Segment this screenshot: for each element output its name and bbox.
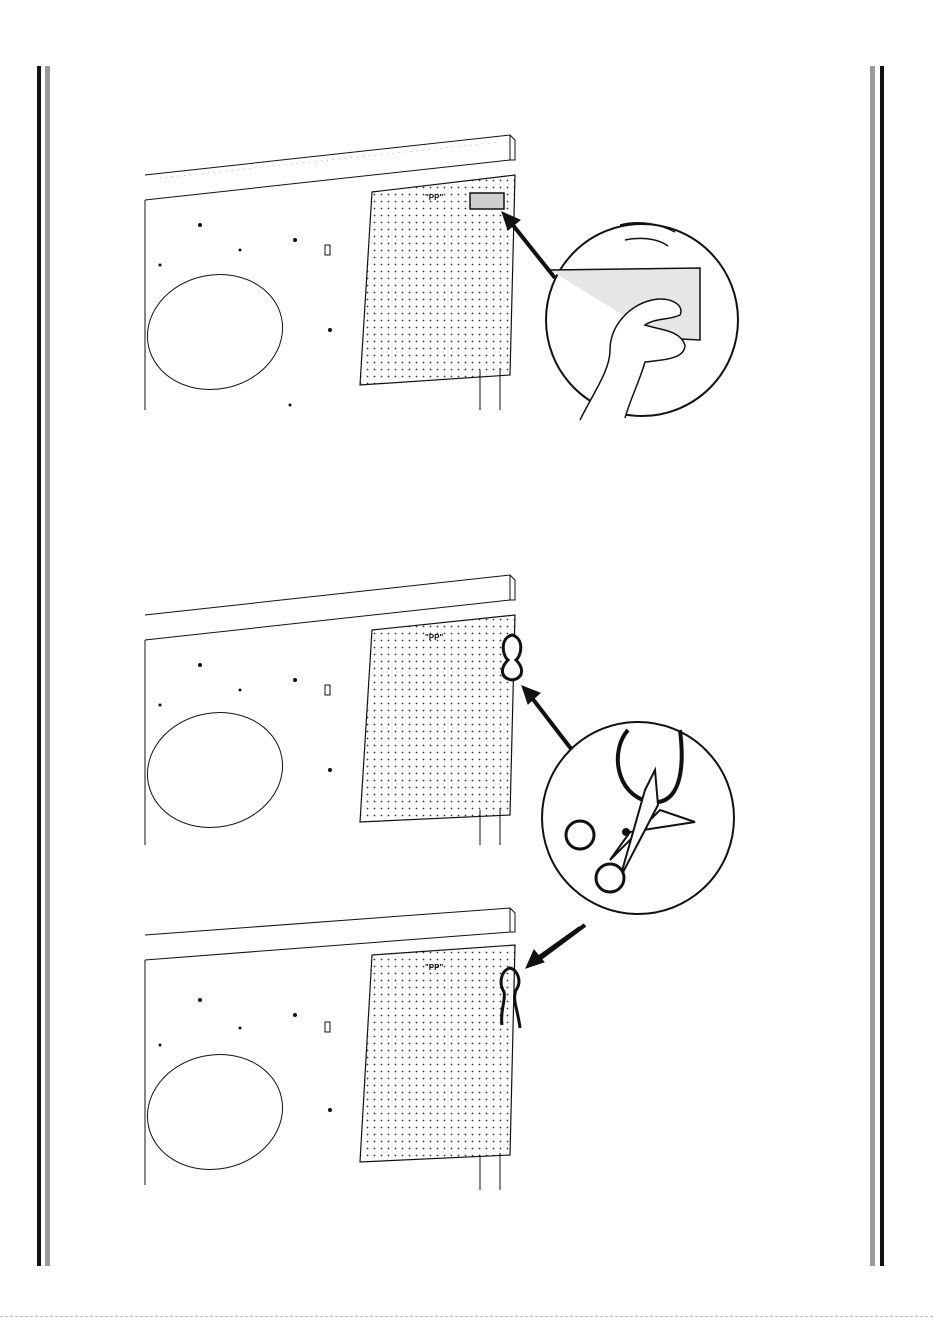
step-1-peel-tape-illustration: "PP" [140,100,760,430]
step-2-cut-tie-illustration: "PP" [140,560,760,900]
vent-panel: "PP" [360,945,515,1162]
panel-label: "PP" [425,633,443,642]
page-trim-line [0,1316,933,1317]
arrow-to-removed-tie [526,928,580,968]
panel-label: "PP" [425,193,443,202]
tape-strip [470,193,504,209]
cable-tie-loop [502,635,521,680]
hand-peeling-tape-icon [546,223,738,420]
left-margin-bar [37,66,53,1266]
right-margin-bar [866,66,886,1266]
scissors-icon [542,722,734,914]
panel-label: "PP" [425,963,443,972]
arrow-to-tie [522,686,572,750]
vent-panel: "PP" [360,615,515,822]
step-3-tie-removed-illustration: "PP" [140,900,600,1200]
